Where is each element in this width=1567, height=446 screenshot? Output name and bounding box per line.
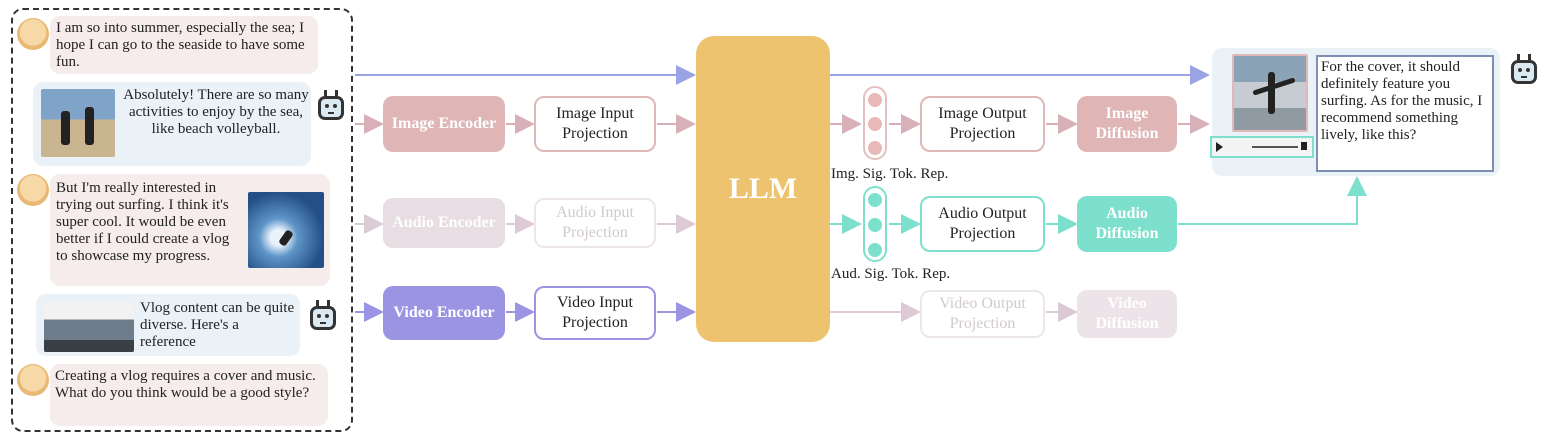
response-text: For the cover, it should definitely feat… xyxy=(1316,55,1494,172)
volume-icon[interactable] xyxy=(1301,142,1307,150)
chat-bubble-user-1: I am so into summer, especially the sea;… xyxy=(50,16,318,74)
image-signal-tokens xyxy=(863,86,887,160)
chat-text: But I'm really interested in trying out … xyxy=(56,180,230,264)
play-icon[interactable] xyxy=(1216,142,1223,152)
video-output-projection: Video Output Projection xyxy=(920,290,1045,338)
beach-volleyball-photo xyxy=(41,89,115,157)
chat-text: Absolutely! There are so many activities… xyxy=(123,87,309,137)
audio-player[interactable] xyxy=(1210,136,1314,158)
video-input-projection: Video Input Projection xyxy=(534,286,656,340)
image-encoder: Image Encoder xyxy=(383,96,505,152)
video-encoder: Video Encoder xyxy=(383,286,505,340)
conversation-panel xyxy=(11,8,353,432)
image-token-label: Img. Sig. Tok. Rep. xyxy=(831,166,949,182)
user-avatar-icon xyxy=(17,364,49,396)
audio-encoder: Audio Encoder xyxy=(383,198,505,248)
llm-block: LLM xyxy=(696,36,830,342)
chat-text: I am so into summer, especially the sea;… xyxy=(56,20,305,70)
surfing-cover-image xyxy=(1232,54,1308,132)
image-output-projection: Image Output Projection xyxy=(920,96,1045,152)
chat-text: Vlog content can be quite diverse. Here'… xyxy=(140,300,295,350)
user-avatar-icon xyxy=(17,18,49,50)
image-diffusion: Image Diffusion xyxy=(1077,96,1177,152)
assistant-robot-icon xyxy=(1511,54,1537,84)
assistant-robot-icon xyxy=(310,300,336,330)
image-input-projection: Image Input Projection xyxy=(534,96,656,152)
chat-text: Creating a vlog requires a cover and mus… xyxy=(55,368,316,401)
audio-progress-bar[interactable] xyxy=(1252,146,1298,148)
chat-bubble-assistant-1: Absolutely! There are so many activities… xyxy=(33,82,311,166)
chat-bubble-user-3: Creating a vlog requires a cover and mus… xyxy=(50,364,328,426)
chat-bubble-assistant-2: Vlog content can be quite diverse. Here'… xyxy=(36,294,300,356)
vlog-video-thumbnail xyxy=(44,302,134,352)
chat-bubble-user-2: But I'm really interested in trying out … xyxy=(50,174,330,286)
audio-token-label: Aud. Sig. Tok. Rep. xyxy=(831,266,951,282)
video-diffusion: Video Diffusion xyxy=(1077,290,1177,338)
user-avatar-icon xyxy=(17,174,49,206)
audio-output-projection: Audio Output Projection xyxy=(920,196,1045,252)
audio-diffusion: Audio Diffusion xyxy=(1077,196,1177,252)
assistant-robot-icon xyxy=(318,90,344,120)
surfing-photo xyxy=(248,192,324,268)
audio-signal-tokens xyxy=(863,186,887,262)
audio-input-projection: Audio Input Projection xyxy=(534,198,656,248)
